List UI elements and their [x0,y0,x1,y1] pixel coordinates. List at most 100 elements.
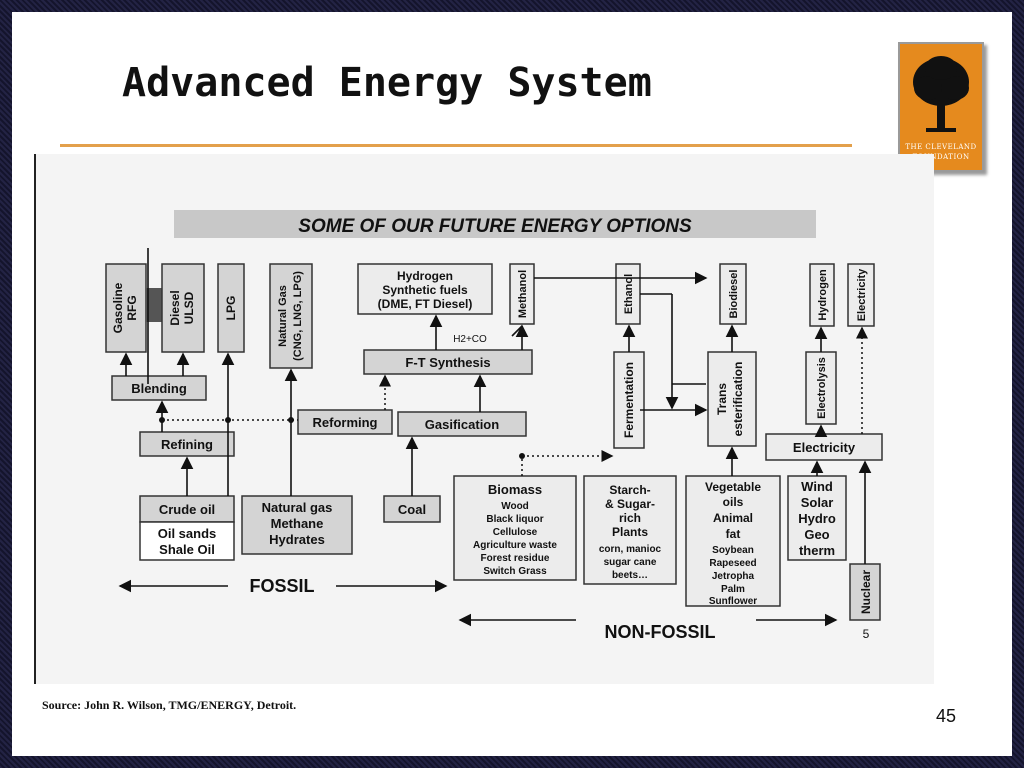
vegoils-line: Animal [713,511,753,525]
vegoils-item: Palm [721,584,745,595]
fuel-diesel: Diesel ULSD [161,263,205,353]
fuel-diesel-label: Diesel [168,290,182,325]
fuel-rfg-label: RFG [125,295,139,320]
starch-item: beets… [612,570,648,581]
source-natural-gas: Natural gas Methane Hydrates [241,495,353,555]
process-fermentation: Fermentation [613,351,645,449]
trans-label: Trans [715,383,729,415]
hydrogen-synfuels-line-1: Hydrogen [397,269,453,283]
renewables-line: Solar [801,495,834,510]
starch-line: Plants [612,525,648,539]
biomass-item: Agriculture waste [473,540,557,551]
hydrogen-synfuels-line-3: (DME, FT Diesel) [378,297,473,311]
process-ft-synthesis: F-T Synthesis [363,349,533,375]
starch-item: sugar cane [604,557,657,568]
natural-gas-label: Natural gas [262,500,333,515]
hydrogen-synfuels-line-2: Synthetic fuels [382,283,468,297]
biomass-item: Wood [501,501,529,512]
process-electricity: Electricity [765,433,883,461]
electrolysis-label: Electrolysis [816,357,828,419]
fuel-electricity-top-label: Electricity [856,268,868,321]
fuel-ethanol-label: Ethanol [623,274,635,314]
fuel-hydrogen-label: Hydrogen [817,269,829,321]
nonfossil-label: NON-FOSSIL [605,622,716,642]
fuel-lpg: LPG [217,263,245,353]
banner-title: SOME OF OUR FUTURE ENERGY OPTIONS [298,216,692,237]
blending-label: Blending [131,381,187,396]
slide: Advanced Energy System THE CLEVELAND FOU… [12,12,1012,756]
starch-line: rich [619,511,641,525]
ft-synthesis-label: F-T Synthesis [405,355,490,370]
source-coal: Coal [383,495,441,523]
renewables-line: Geo [804,527,829,542]
source-starch-sugar: Starch- & Sugar- rich Plants corn, manio… [583,475,677,585]
banner-box [174,210,816,238]
methane-label: Methane [271,516,324,531]
oil-sands-label: Oil sands [158,526,217,541]
source-nuclear: Nuclear [849,563,881,621]
fermentation-label: Fermentation [622,362,636,438]
renewables-line: Hydro [798,511,836,526]
fuel-methanol-label: Methanol [517,270,529,318]
fuel-lpg-label: LPG [224,296,238,321]
page-number: 45 [936,706,957,726]
process-gasification: Gasification [397,411,527,437]
title-underline [60,144,852,147]
gasification-label: Gasification [425,417,499,432]
vegoils-item: Soybean [712,545,754,556]
fuel-ulsd-label: ULSD [182,291,196,324]
biomass-item: Cellulose [493,527,538,538]
fuel-gasoline-label: Gasoline [111,282,125,333]
source-crude-oil: Crude oil Oil sands Shale Oil [139,495,235,561]
dotted-connectors [162,326,868,476]
source-renewables: Wind Solar Hydro Geo therm [787,475,847,561]
logo-text-line-2: FOUNDATION [912,153,970,161]
renewables-line: Wind [801,479,833,494]
fuel-natural-gas: Natural Gas (CNG, LNG, LPG) [269,263,313,369]
fuel-electricity-top: Electricity [847,263,875,327]
biomass-item: Forest residue [481,553,550,564]
vegoils-item: Rapeseed [709,558,756,569]
fuel-biodiesel: Biodiesel [719,263,747,325]
flow-arrows [119,248,872,564]
vegoils-item: Jetropha [712,571,755,582]
junction-dots [159,417,525,459]
renewables-line: therm [799,543,835,558]
process-electrolysis: Electrolysis [805,351,837,425]
esterification-label: esterification [731,362,745,437]
energy-options-diagram: SOME OF OUR FUTURE ENERGY OPTIONS Gasoli… [34,154,934,684]
biomass-title: Biomass [488,482,542,497]
vegoils-item: Sunflower [709,596,757,607]
refining-label: Refining [161,437,213,452]
logo-text: THE CLEVELAND FOUNDATION [900,142,982,162]
shale-oil-label: Shale Oil [159,542,215,557]
vegoils-line: Vegetable [705,480,761,494]
source-biomass: Biomass Wood Black liquor Cellulose Agri… [453,475,577,581]
process-blending: Blending [111,375,207,401]
starch-line: & Sugar- [605,497,655,511]
process-refining: Refining [139,431,235,457]
starch-line: Starch- [609,483,650,497]
nuclear-label: Nuclear [859,570,873,614]
logo-text-line-1: THE CLEVELAND [905,143,977,151]
slide-title: Advanced Energy System [122,60,652,106]
fuel-biodiesel-label: Biodiesel [728,270,740,319]
inner-page-number: 5 [863,627,870,641]
vegoils-line: fat [726,527,741,541]
crude-oil-label: Crude oil [159,502,215,517]
fuel-hydrogen: Hydrogen [809,263,835,327]
starch-item: corn, manioc [599,544,662,555]
fuel-gasoline: Gasoline RFG [105,263,147,353]
fuel-cng-label: (CNG, LNG, LPG) [292,271,304,361]
process-transesterification: Trans esterification [707,351,757,447]
legend-arrows [118,579,838,627]
hydrates-label: Hydrates [269,532,325,547]
electricity-label: Electricity [793,440,856,455]
fuel-ethanol: Ethanol [615,263,641,325]
fossil-label: FOSSIL [249,576,314,596]
fuel-natural-gas-label: Natural Gas [277,285,289,347]
vegoils-line: oils [723,495,744,509]
source-vegetable-oils: Vegetable oils Animal fat Soybean Rapese… [685,475,781,607]
biomass-item: Black liquor [486,514,543,525]
process-reforming: Reforming [297,409,393,435]
